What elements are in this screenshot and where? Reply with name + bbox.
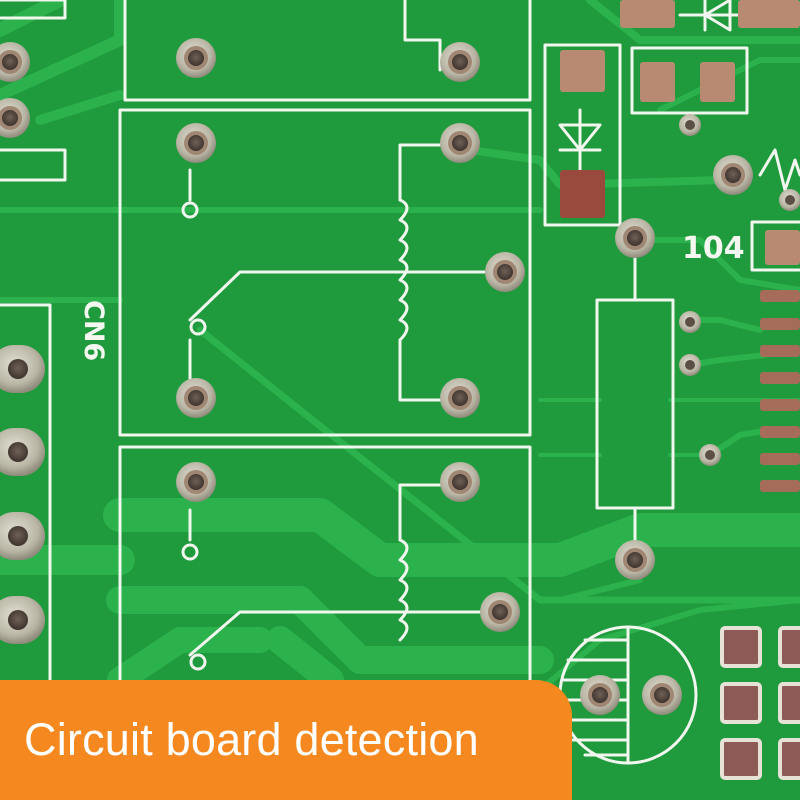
caption-banner: Circuit board detection	[0, 680, 572, 800]
connector-label: CN6	[78, 300, 109, 361]
silkscreen	[0, 0, 800, 765]
capacitor-value-label: 104	[682, 231, 745, 266]
through-hole-pads	[0, 38, 800, 715]
caption-text: Circuit board detection	[24, 714, 479, 765]
smd-pads	[560, 0, 800, 780]
